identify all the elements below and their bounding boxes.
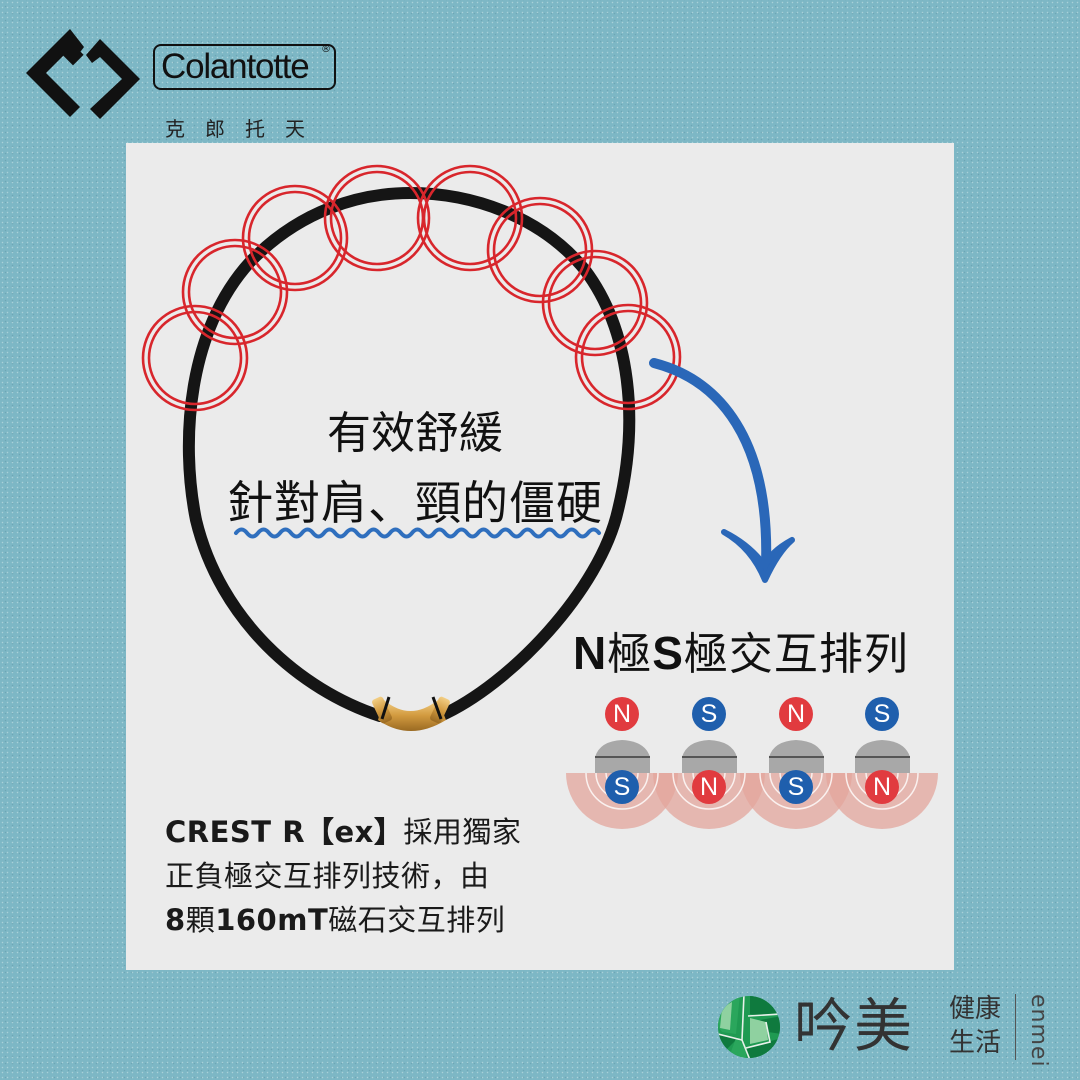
title-north: N <box>573 627 608 679</box>
colantotte-brand: Colantotte ® 克郎托天 <box>22 25 352 141</box>
marker-ring <box>241 184 349 292</box>
brand-name: Colantotte <box>161 47 310 86</box>
marker-ring <box>323 164 431 272</box>
brand-wordmark-box: Colantotte ® <box>153 44 336 90</box>
necklace-cord <box>182 186 636 722</box>
pole-badge-south: S <box>692 697 726 731</box>
title-rest: 極交互排列 <box>683 629 909 680</box>
headline-line-2: 針對肩、頸的僵硬 <box>227 476 603 530</box>
marker-ring <box>141 304 249 412</box>
pole-badge-north: N <box>605 697 639 731</box>
enmei-leaf-logo-icon <box>718 996 780 1058</box>
necklace-clasp <box>372 696 450 731</box>
enmei-tagline: 健康 生活 <box>949 994 1002 1058</box>
title-south: S <box>652 627 684 679</box>
double-diamond-logo-icon <box>26 29 140 119</box>
description-line-2: 正負極交互排列技術，由 <box>165 859 490 893</box>
curved-arrow-icon <box>649 358 795 583</box>
marker-ring <box>574 303 682 411</box>
pole-badge-south: S <box>605 770 639 804</box>
marker-ring <box>416 164 524 272</box>
pole-badge-south: S <box>779 770 813 804</box>
wavy-underline <box>234 527 601 539</box>
marker-ring <box>541 249 649 357</box>
pole-badge-south: S <box>865 697 899 731</box>
enmei-divider <box>1015 994 1016 1060</box>
magnet-domes <box>595 740 910 773</box>
enmei-chinese-name: 吟美 <box>794 992 915 1060</box>
marker-ring <box>181 238 289 346</box>
description-line-1: CREST R【ex】採用獨家 <box>165 815 522 849</box>
product-description: CREST R【ex】採用獨家 正負極交互排列技術，由 8顆160mT磁石交互排… <box>165 810 521 942</box>
headline-line-1: 有效舒緩 <box>327 408 503 459</box>
description-line-3: 8顆160mT磁石交互排列 <box>165 903 506 937</box>
pole-badge-north: N <box>779 697 813 731</box>
registered-mark: ® <box>321 44 331 55</box>
arrangement-title: N極S極交互排列 <box>573 618 909 682</box>
magnet-position-markers <box>141 164 682 412</box>
title-pole-word: 極 <box>607 629 653 680</box>
pole-badge-north: N <box>865 770 899 804</box>
pole-badge-north: N <box>692 770 726 804</box>
brand-chinese-name: 克郎托天 <box>165 117 325 141</box>
enmei-brand: 吟美 健康 生活 enmei <box>716 992 1056 1068</box>
enmei-roman-name: enmei <box>1026 994 1051 1068</box>
